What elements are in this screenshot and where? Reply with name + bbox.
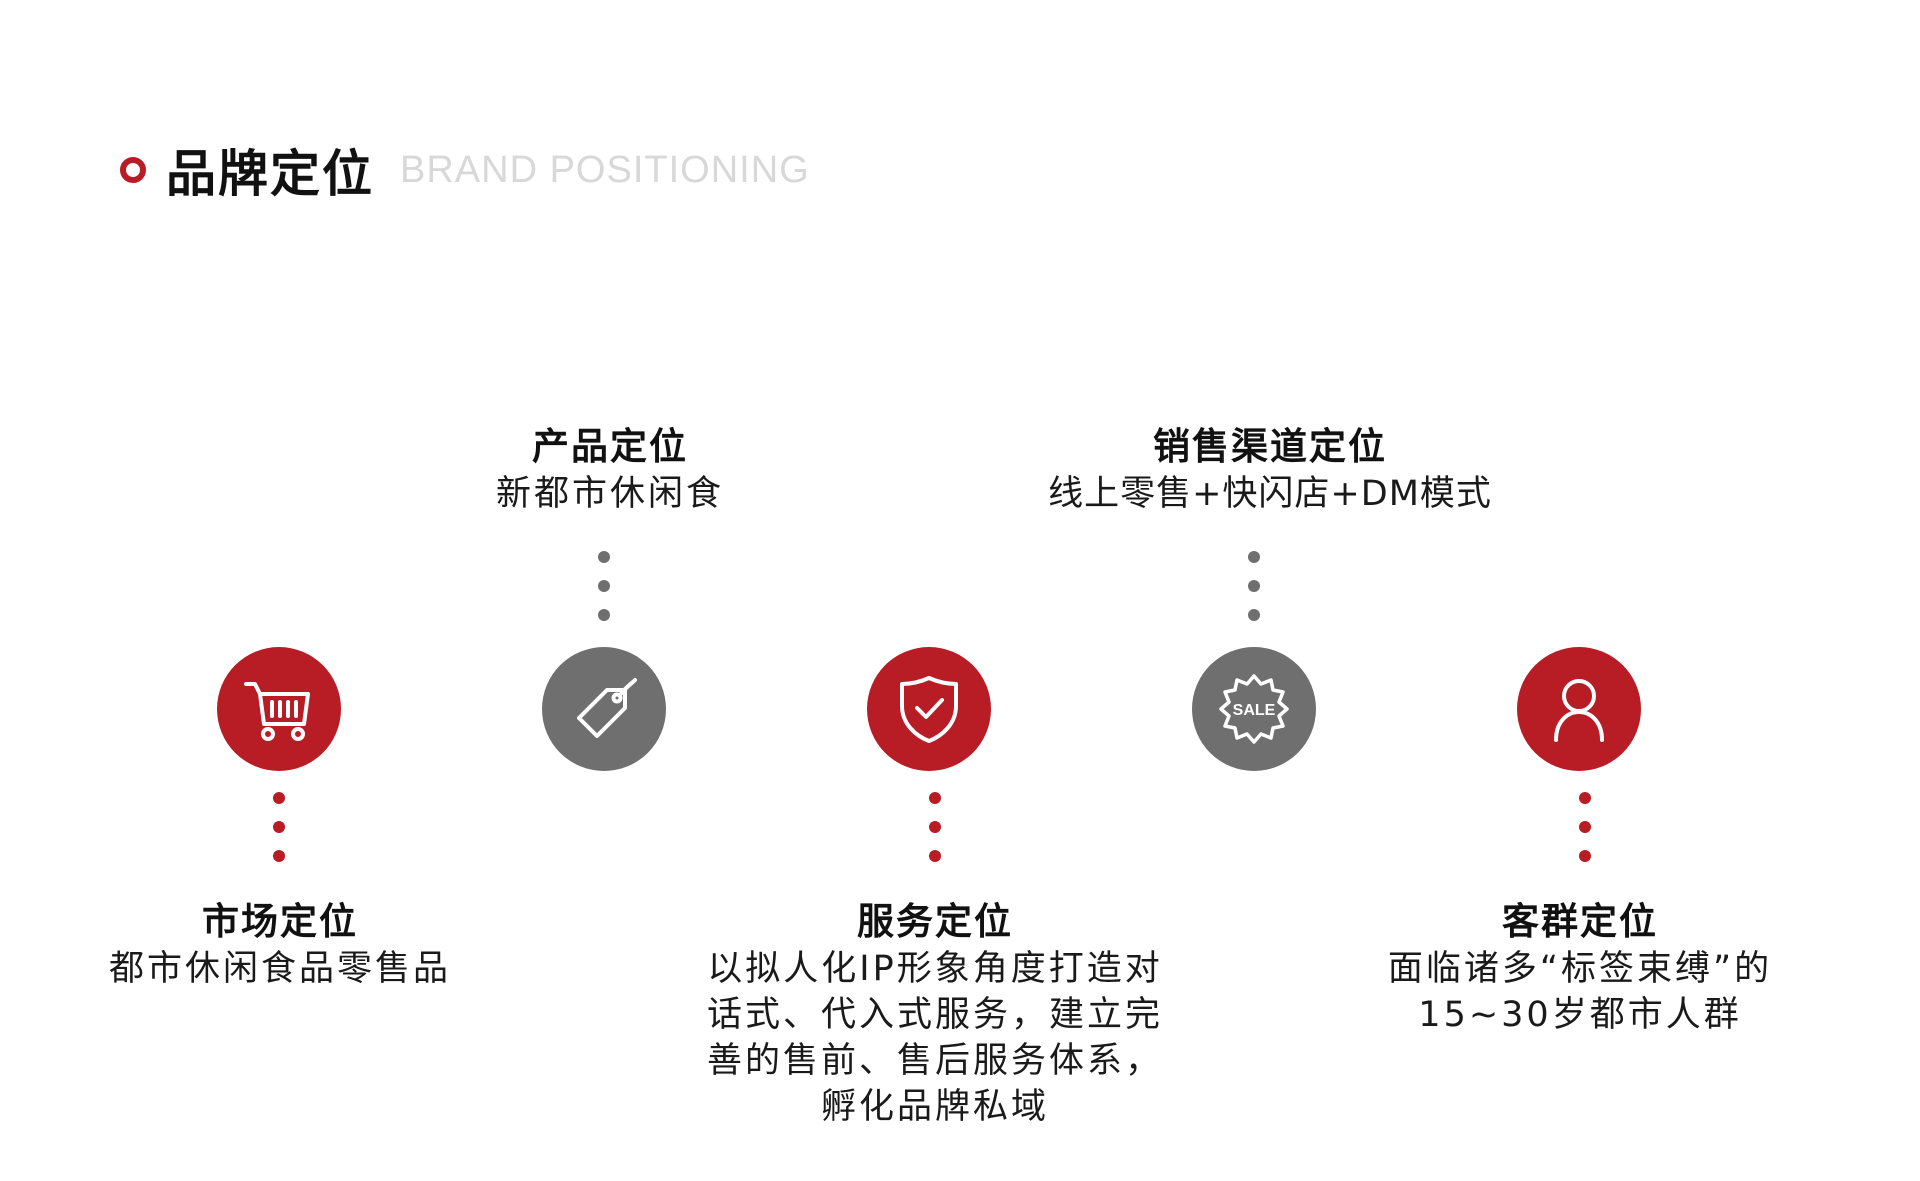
connector-dots-market [273, 792, 285, 879]
sale-badge-icon: SALE [1219, 674, 1289, 744]
node-market [217, 647, 341, 771]
node-title: 销售渠道定位 [1153, 425, 1387, 468]
node-service [867, 647, 991, 771]
sale-badge-text: SALE [1233, 702, 1276, 719]
node-description-line: 善的售前、售后服务体系， [706, 1041, 1163, 1081]
node-title: 客群定位 [1502, 900, 1658, 943]
connector-dots-service [929, 792, 941, 879]
connector-dots-customer-group [1579, 792, 1591, 879]
node-product [542, 647, 666, 771]
price-tag-icon [577, 678, 637, 738]
label-product: 产品定位 新都市休闲食 [420, 423, 800, 517]
node-description-line: 孵化品牌私域 [820, 1087, 1049, 1127]
node-description: 都市休闲食品零售品 [108, 949, 451, 989]
shield-check-icon [900, 676, 958, 743]
section-title: 品牌定位 [166, 145, 374, 203]
section-header: 品牌定位 BRAND POSITIONING [120, 140, 810, 203]
connector-dots-sales-channel [1248, 551, 1260, 638]
node-title: 市场定位 [202, 900, 358, 943]
node-description: 新都市休闲食 [495, 474, 724, 514]
node-description-line: 面临诸多“标签束缚”的 [1387, 949, 1773, 989]
label-service: 服务定位 以拟人化IP形象角度打造对 话式、代入式服务，建立完 善的售前、售后服… [665, 898, 1205, 1130]
label-market: 市场定位 都市休闲食品零售品 [90, 898, 470, 992]
user-icon [1554, 679, 1604, 742]
node-description-line: 以拟人化IP形象角度打造对 [707, 949, 1163, 989]
node-customer-group [1517, 647, 1641, 771]
ring-bullet-icon [120, 157, 146, 183]
section-subtitle: BRAND POSITIONING [400, 148, 810, 191]
label-sales-channel: 销售渠道定位 线上零售+快闪店+DM模式 [1030, 423, 1510, 517]
node-description-line: 话式、代入式服务，建立完 [706, 995, 1163, 1035]
connector-dots-product [598, 551, 610, 638]
label-customer-group: 客群定位 面临诸多“标签束缚”的 15~30岁都市人群 [1340, 898, 1820, 1038]
node-description-line: 15~30岁都市人群 [1418, 995, 1742, 1035]
node-description: 线上零售+快闪店+DM模式 [1048, 474, 1492, 514]
shopping-cart-icon [244, 682, 310, 741]
node-title: 服务定位 [857, 900, 1013, 943]
node-sales-channel: SALE [1192, 647, 1316, 771]
node-title: 产品定位 [532, 425, 688, 468]
